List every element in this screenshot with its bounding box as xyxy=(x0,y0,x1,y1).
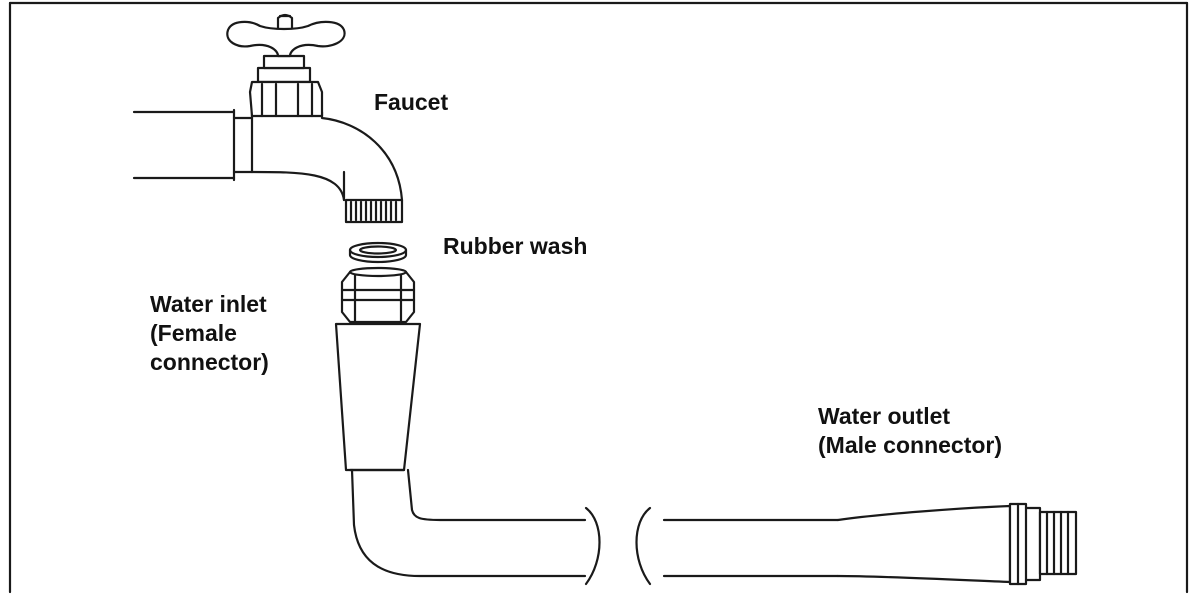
female-connector xyxy=(340,266,416,324)
label-water-outlet: Water outlet (Male connector) xyxy=(818,402,1002,460)
frame-border xyxy=(8,1,1189,594)
faucet-handle-icon xyxy=(226,13,346,58)
label-water-inlet-line2: (Female xyxy=(150,320,237,346)
faucet-threads xyxy=(344,198,404,224)
label-water-inlet: Water inlet (Female connector) xyxy=(150,290,269,377)
inlet-ferrule xyxy=(334,322,422,472)
label-water-outlet-line1: Water outlet xyxy=(818,403,951,429)
hose-right-segment xyxy=(662,518,840,578)
label-water-inlet-line1: Water inlet xyxy=(150,291,267,317)
hose-break-marks xyxy=(584,506,652,586)
faucet-body xyxy=(232,110,404,202)
rubber-washer-icon xyxy=(348,241,408,264)
faucet-valve-bonnet xyxy=(248,54,324,118)
hose-left-segment xyxy=(350,468,587,578)
male-connector xyxy=(836,502,1078,586)
label-rubber-wash: Rubber wash xyxy=(443,233,588,259)
label-water-inlet-line3: connector) xyxy=(150,349,269,375)
label-faucet: Faucet xyxy=(374,89,449,115)
wall-pipe xyxy=(132,108,236,182)
label-water-outlet-line2: (Male connector) xyxy=(818,432,1003,458)
